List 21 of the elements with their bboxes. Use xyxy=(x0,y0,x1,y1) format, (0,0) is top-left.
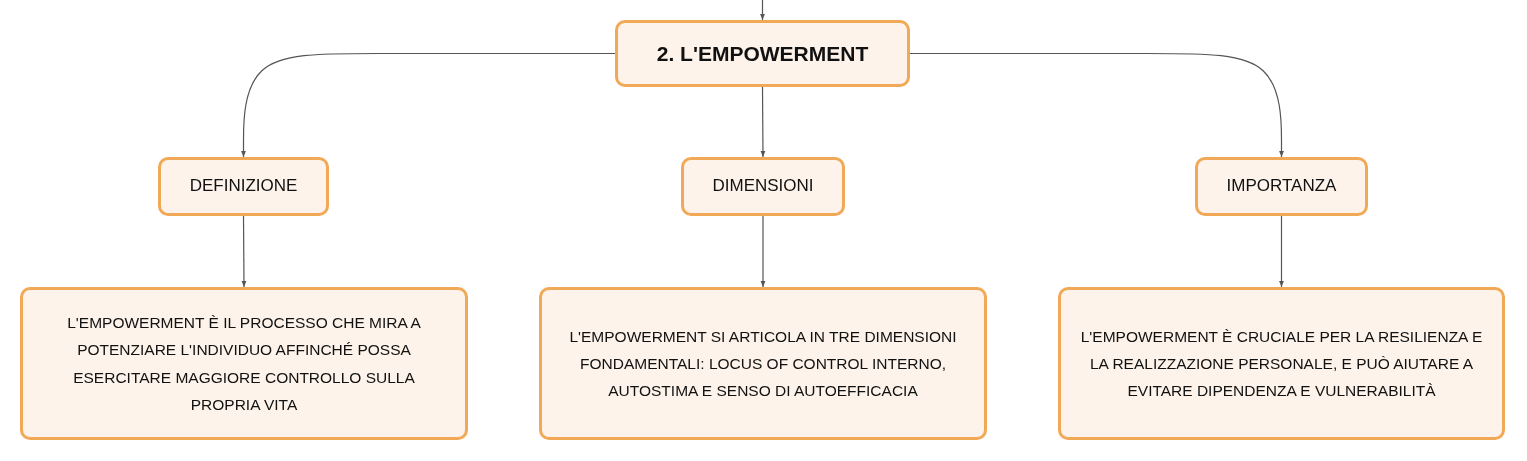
arrow xyxy=(241,215,247,288)
category-box xyxy=(1195,157,1368,216)
arrow xyxy=(909,52,1284,158)
description-text: L'EMPOWERMENT È CRUCIALE PER LA RESILIENZA E LA REALIZZAZIONE PERSONALE, E PUÒ AIUTARE A EVITARE DIPENDENZA E VULNERABILITÀ xyxy=(1079,326,1484,402)
category-label: DEFINIZIONE xyxy=(189,176,298,197)
title-box xyxy=(615,20,910,87)
description-text: L'EMPOWERMENT È IL PROCESSO CHE MIRA A POTENZIARE L'INDIVIDUO AFFINCHÉ POSSA ESERCITARE MAGGIORE CONTROLLO SULLA PROPRIA VITA xyxy=(66,313,422,415)
arrow xyxy=(241,52,616,158)
category-label: DIMENSIONI xyxy=(712,176,814,197)
arrow xyxy=(760,215,766,288)
category-box xyxy=(681,157,845,216)
category-label: IMPORTANZA xyxy=(1226,176,1337,197)
arrow xyxy=(760,0,765,21)
description-text: L'EMPOWERMENT SI ARTICOLA IN TRE DIMENSIONI FONDAMENTALI: LOCUS OF CONTROL INTERNO, AUTOSTIMA E SENSO DI AUTOEFFICACIA xyxy=(568,326,958,402)
category-box xyxy=(158,157,329,216)
description-box xyxy=(20,287,468,440)
title-text: 2. L'EMPOWERMENT xyxy=(656,40,869,67)
description-box xyxy=(1058,287,1505,440)
description-box xyxy=(539,287,987,440)
arrow xyxy=(1279,215,1284,288)
arrow xyxy=(760,86,766,158)
